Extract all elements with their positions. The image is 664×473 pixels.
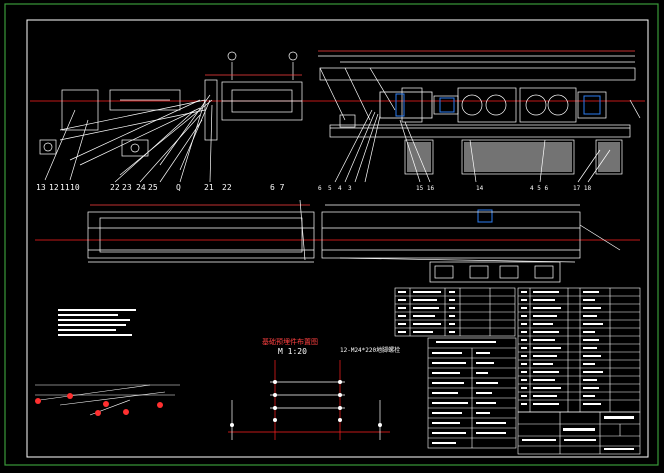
title-frame — [26, 19, 649, 458]
callout-6: 6 — [318, 185, 322, 192]
pulley-markers — [35, 393, 163, 416]
title-block-text — [522, 416, 634, 450]
bom-table — [517, 287, 641, 413]
callout-21: 21 — [204, 183, 214, 192]
callout-5: 5 — [328, 185, 332, 192]
drawing-border — [4, 3, 659, 466]
callout-22b: 22 — [222, 183, 232, 192]
foundation-note: 12-M24*220地脚螺栓 — [340, 346, 400, 354]
parts-table-left — [394, 287, 516, 337]
title-block — [517, 411, 641, 455]
callout-17-18: 17 18 — [573, 185, 591, 192]
callout-14: 14 — [476, 185, 484, 192]
callout-13: 13 — [36, 183, 46, 192]
callout-15-16: 15 16 — [416, 185, 434, 192]
callout-23: 23 — [122, 183, 132, 192]
blue-accents — [395, 93, 601, 223]
foundation-hatch — [407, 142, 620, 172]
callout-11: 11 — [60, 183, 70, 192]
foundation-scale: M 1:20 — [278, 347, 307, 356]
callout-25: 25 — [148, 183, 158, 192]
belt-path-schematic — [35, 384, 180, 416]
callout-q: Q — [176, 183, 181, 192]
callout-4-5-6: 4 5 6 — [530, 185, 548, 192]
parameter-table-text — [432, 341, 506, 444]
callout-3: 3 — [348, 185, 352, 192]
parameter-table — [427, 337, 517, 449]
callout-22: 22 — [110, 183, 120, 192]
parts-table-left-text — [398, 291, 455, 333]
callout-12: 12 — [49, 183, 59, 192]
callout-4: 4 — [338, 185, 342, 192]
elevation-view — [30, 50, 645, 183]
foundation-layout — [228, 360, 390, 440]
foundation-title: 基础预埋件布置图 — [262, 337, 318, 346]
callout-6-7: 6 7 — [270, 183, 285, 192]
notes-block — [58, 309, 136, 336]
bom-text — [521, 291, 603, 405]
callout-10: 10 — [70, 183, 80, 192]
anchor-bolts — [230, 380, 382, 427]
callout-24: 24 — [136, 183, 146, 192]
plan-view — [35, 199, 640, 283]
